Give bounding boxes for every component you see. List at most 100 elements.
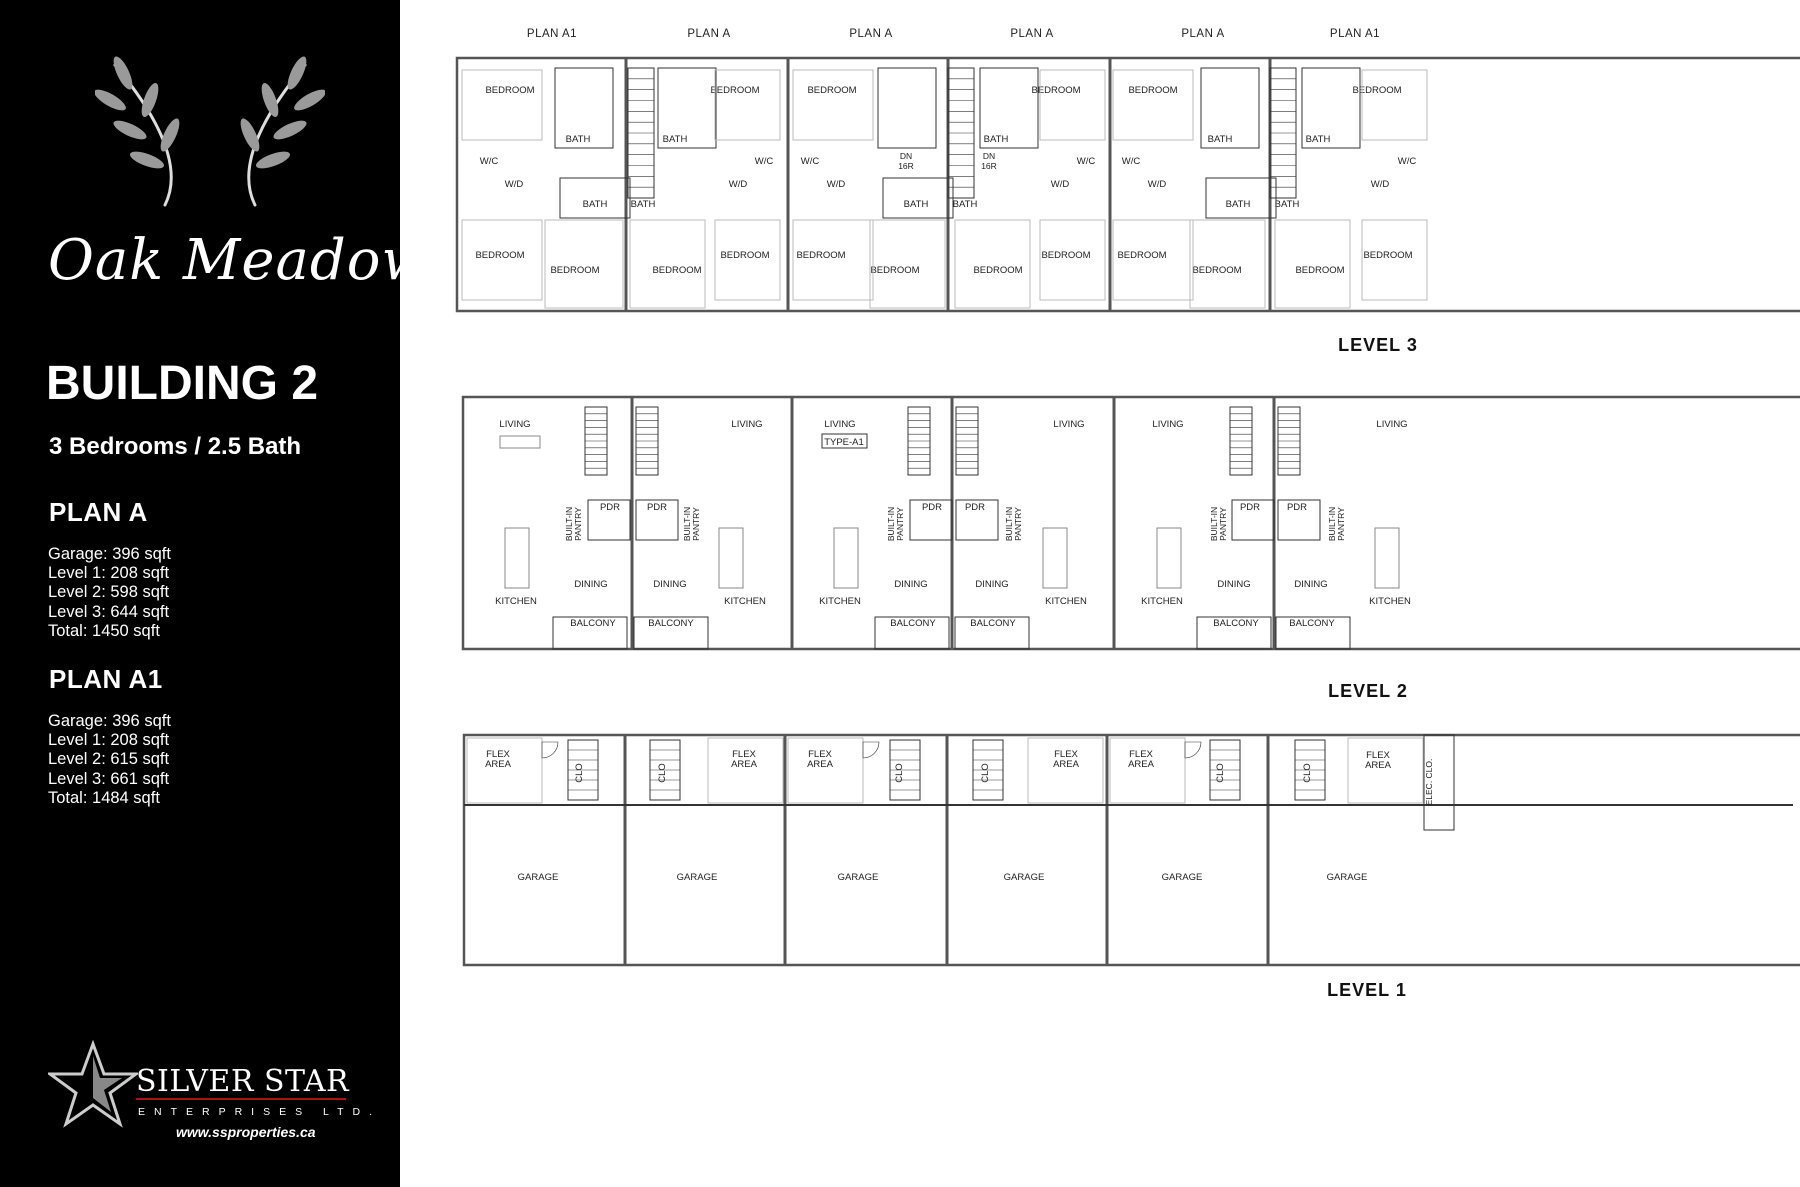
pantry-label: PANTRY <box>1013 507 1023 541</box>
builtin-label: BUILT-IN <box>564 507 574 541</box>
bedroom-room <box>714 219 781 301</box>
balcony-label: BALCONY <box>1213 618 1259 629</box>
pantry-label: PANTRY <box>1218 507 1228 541</box>
spec-line: Level 3: 644 sqft <box>48 602 170 621</box>
area-label: AREA <box>485 759 512 770</box>
bedroom-label: BEDROOM <box>1128 85 1177 96</box>
bedroom-label: BEDROOM <box>973 265 1022 276</box>
pantry-label: PANTRY <box>691 507 701 541</box>
door-swing <box>862 741 880 759</box>
wc-label: W/C <box>755 156 774 167</box>
plan-label-6: PLAN A1 <box>1330 28 1380 40</box>
bedroom-room <box>1112 69 1194 141</box>
living-label: LIVING <box>1376 419 1407 430</box>
balcony-area <box>552 616 628 650</box>
bedroom-label: BEDROOM <box>1117 250 1166 261</box>
wc-label: W/C <box>1398 156 1417 167</box>
flex-room <box>1347 737 1424 804</box>
bedroom-room <box>1039 219 1106 301</box>
flex-room <box>1027 737 1104 804</box>
living-label: LIVING <box>1053 419 1084 430</box>
bedroom-label: BEDROOM <box>1041 250 1090 261</box>
bath-room <box>657 67 717 149</box>
garage-label: GARAGE <box>1327 872 1368 883</box>
area-label: AREA <box>807 759 834 770</box>
bath-label: BATH <box>1226 199 1251 210</box>
bedroom-room <box>544 219 624 309</box>
wd-label: W/D <box>1051 179 1070 190</box>
builtin-label: BUILT-IN <box>1327 507 1337 541</box>
pdr-label: PDR <box>600 502 620 513</box>
bedroom-room <box>461 219 543 301</box>
balcony-area <box>874 616 950 650</box>
balcony-label: BALCONY <box>890 618 936 629</box>
kitchen-island <box>1042 527 1068 589</box>
powder-room <box>909 499 953 541</box>
kitchen-label: KITCHEN <box>1045 596 1087 607</box>
clo-label: CLO <box>1215 763 1226 783</box>
kitchen-island <box>833 527 859 589</box>
bedroom-room <box>629 219 706 309</box>
kitchen-label: KITCHEN <box>819 596 861 607</box>
pdr-label: PDR <box>1287 502 1307 513</box>
bedroom-room <box>792 69 874 141</box>
sofa <box>499 435 541 449</box>
bath-room <box>1200 67 1260 149</box>
stair-dn-label: DN <box>900 151 912 161</box>
powder-room <box>635 499 679 541</box>
laurel-icon <box>95 56 325 207</box>
clo-label: CLO <box>574 763 585 783</box>
powder-room <box>1231 499 1275 541</box>
kitchen-island <box>1156 527 1182 589</box>
spec-line: Level 2: 598 sqft <box>48 583 170 602</box>
star-logo-icon <box>48 1040 138 1128</box>
garage-label: GARAGE <box>518 872 559 883</box>
bedroom-label: BEDROOM <box>1031 85 1080 96</box>
brand-name: Oak Meadows <box>48 228 461 293</box>
plan-a1-heading: PLAN A1 <box>49 664 163 694</box>
spec-line: Level 1: 208 sqft <box>48 564 170 583</box>
bath-label: BATH <box>1275 199 1300 210</box>
spec-line: Garage: 396 sqft <box>48 712 171 730</box>
wd-label: W/D <box>1371 179 1390 190</box>
bath-room <box>882 177 954 219</box>
bedroom-label: BEDROOM <box>1363 250 1412 261</box>
bedroom-room <box>1361 69 1428 141</box>
wd-label: W/D <box>827 179 846 190</box>
area-label: AREA <box>1128 759 1155 770</box>
pantry-label: PANTRY <box>1336 507 1346 541</box>
elec-clo-label: ELEC. CLO. <box>1424 759 1434 806</box>
door-swing <box>1184 741 1202 759</box>
clo-label: CLO <box>657 763 668 783</box>
bedroom-label: BEDROOM <box>1295 265 1344 276</box>
dining-label: DINING <box>574 579 607 590</box>
website-link[interactable]: www.ssproperties.ca <box>176 1124 316 1140</box>
flex-label: FLEX <box>1129 749 1153 760</box>
bedroom-label: BEDROOM <box>1352 85 1401 96</box>
flex-label: FLEX <box>732 749 756 760</box>
bedroom-room <box>1189 219 1266 309</box>
bath-room <box>559 177 631 219</box>
dining-label: DINING <box>653 579 686 590</box>
flex-room <box>787 737 864 804</box>
plan-label-3: PLAN A <box>849 28 892 40</box>
level3-title: LEVEL 3 <box>1338 335 1418 355</box>
kitchen-island <box>718 527 744 589</box>
spec-line: Garage: 396 sqft <box>48 545 171 563</box>
flex-label: FLEX <box>486 749 510 760</box>
flex-label: FLEX <box>1054 749 1078 760</box>
logo-name: SILVER STAR <box>136 1064 350 1099</box>
balcony-label: BALCONY <box>1289 618 1335 629</box>
bath-label: BATH <box>1306 134 1331 145</box>
sidebar: Oak Meadows BUILDING 2 3 Bedrooms / 2.5 … <box>0 0 459 1187</box>
kitchen-label: KITCHEN <box>495 596 537 607</box>
clo-label: CLO <box>980 763 991 783</box>
wc-label: W/C <box>1077 156 1096 167</box>
builtin-label: BUILT-IN <box>886 507 896 541</box>
bedroom-label: BEDROOM <box>1192 265 1241 276</box>
plan-label-4: PLAN A <box>1010 28 1053 40</box>
living-label: LIVING <box>1152 419 1183 430</box>
powder-room <box>955 499 999 541</box>
kitchen-label: KITCHEN <box>1141 596 1183 607</box>
